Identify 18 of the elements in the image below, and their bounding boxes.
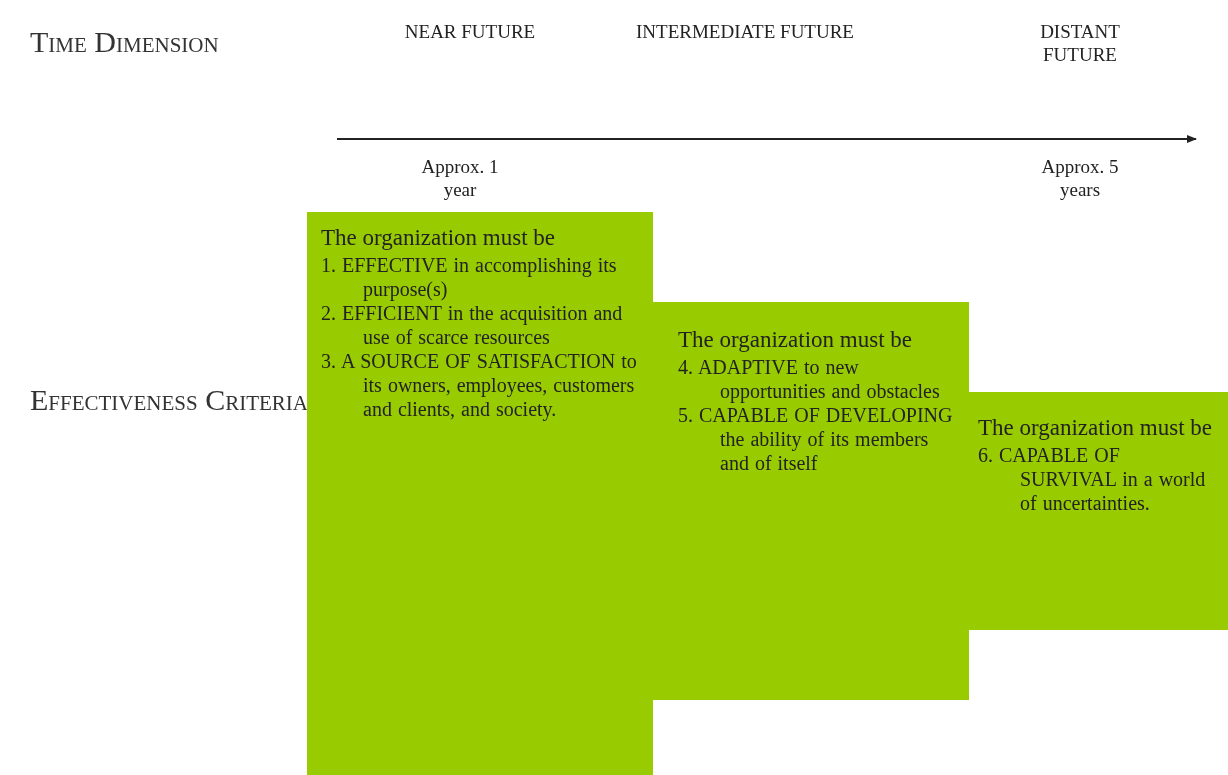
box-heading: The organization must be — [321, 224, 556, 252]
criterion-text: 5. CAPABLE OF DEVELOPING the ability of its members and of itself — [678, 403, 954, 475]
criterion-text: 6. CAPABLE OF SURVIVAL in a world of uncertainties. — [978, 443, 1207, 515]
period-label: DISTANT FUTURE — [1039, 20, 1121, 66]
row-title: Effectiveness Criteria — [30, 382, 309, 418]
criteria-box — [307, 212, 653, 775]
duration-label: Approx. 1 year — [420, 155, 500, 201]
criteria-box — [968, 392, 1228, 630]
criterion-text: 1. EFFECTIVE in accomplishing its purpose(s) — [321, 253, 618, 301]
period-label: NEAR FUTURE — [403, 20, 537, 43]
criterion-text: 4. ADAPTIVE to new opportunities and obstacles — [678, 355, 941, 403]
box-heading: The organization must be — [678, 326, 913, 354]
axis-title: Time Dimension — [30, 24, 220, 60]
box-heading: The organization must be — [978, 414, 1213, 442]
criterion-text: 2. EFFICIENT in the acquisition and use of scarce resources — [321, 301, 624, 349]
criterion-text: 3. A SOURCE OF SATISFACTION to its owners, employees, customers and clients, and society. — [321, 349, 638, 421]
period-label: INTERMEDIATE FUTURE — [635, 20, 855, 43]
duration-label: Approx. 5 years — [1040, 155, 1120, 201]
